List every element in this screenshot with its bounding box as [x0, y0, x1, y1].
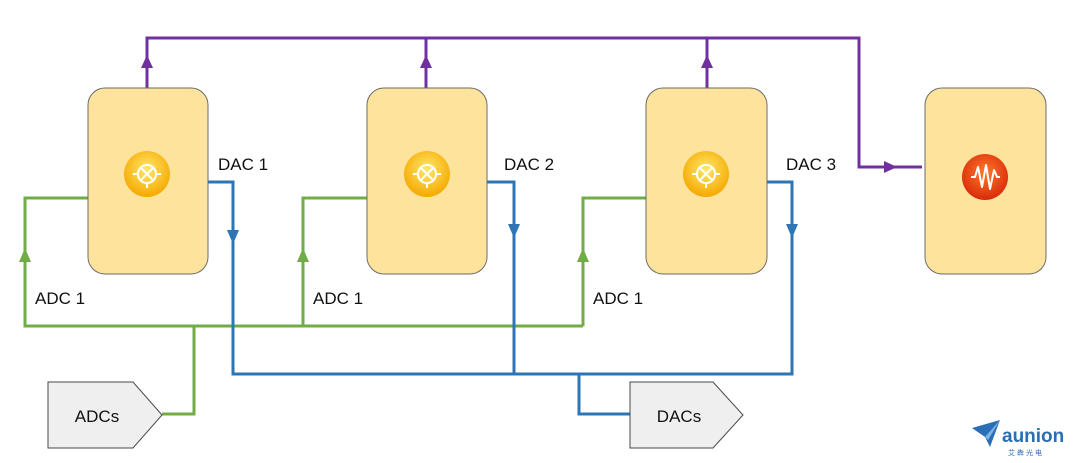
dac-label-1: DAC 1 [218, 155, 268, 174]
blue-dac-lines [208, 180, 794, 416]
adc-label-3: ADC 1 [593, 289, 643, 308]
mixer-icon [683, 151, 729, 197]
arrow-down-dac-3 [786, 224, 798, 238]
waveform-icon [962, 154, 1008, 200]
arrow-down-dac-2 [508, 224, 520, 238]
module-2 [366, 87, 488, 275]
blue-arrowheads [227, 224, 798, 244]
dacs-block: DACs [629, 381, 744, 449]
arrow-up-3 [701, 55, 713, 68]
arrow-up-adc-3 [577, 248, 589, 262]
module-1 [87, 87, 209, 275]
arrow-up-adc-2 [297, 248, 309, 262]
mixer-icon [404, 151, 450, 197]
green-arrowheads [19, 248, 589, 262]
output-module [924, 87, 1047, 275]
mixer-icon [124, 151, 170, 197]
purple-arrowheads [141, 55, 897, 173]
dac-label-3: DAC 3 [786, 155, 836, 174]
logo-name: aunion [1002, 426, 1064, 447]
module-3 [645, 87, 768, 275]
purple-output-bus [145, 36, 922, 169]
adc-label-2: ADC 1 [313, 289, 363, 308]
logo-subtitle: 艾犇光电 [1008, 448, 1044, 457]
dacs-label: DACs [657, 407, 701, 426]
arrow-right-output [884, 161, 897, 173]
aunion-logo: aunion 艾犇光电 [972, 420, 1064, 457]
arrow-down-dac-1 [227, 230, 239, 244]
arrow-up-1 [141, 55, 153, 68]
arrow-up-2 [420, 55, 432, 68]
adc-label-1: ADC 1 [35, 289, 85, 308]
dac-label-2: DAC 2 [504, 155, 554, 174]
adcs-label: ADCs [75, 407, 119, 426]
arrow-up-adc-1 [19, 248, 31, 262]
paper-plane-icon [972, 420, 1000, 447]
adcs-block: ADCs [47, 381, 163, 449]
